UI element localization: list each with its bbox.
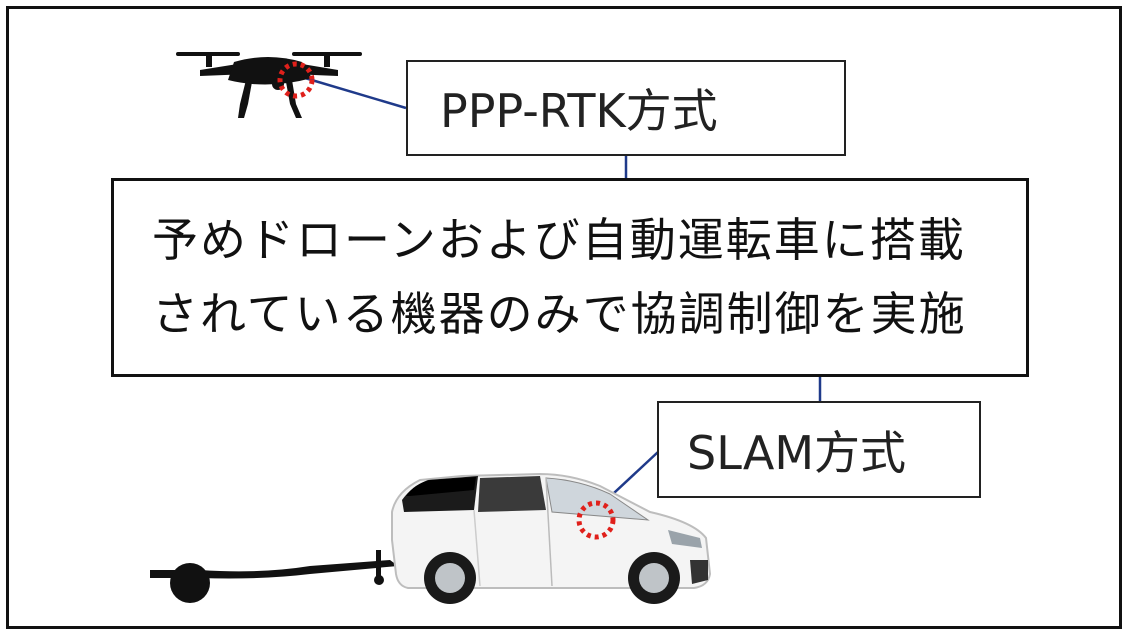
description-box: 予めドローンおよび自動運転車に搭載 されている機器のみで協調制御を実施: [111, 178, 1029, 377]
drone-icon: [176, 52, 362, 118]
slam-label: SLAM方式: [687, 425, 907, 480]
slam-label-box: SLAM方式: [657, 401, 981, 498]
description-line-2: されている機器のみで協調制御を実施: [152, 287, 967, 341]
diagram-frame: [6, 6, 1122, 629]
ppp-rtk-label-box: PPP-RTK方式: [406, 60, 846, 156]
trailer-icon: [150, 550, 398, 603]
ppp-rtk-label: PPP-RTK方式: [440, 84, 718, 138]
description-line-1: 予めドローンおよび自動運転車に搭載: [152, 213, 966, 267]
car-sensor-marker: [576, 500, 616, 540]
drone-sensor-marker: [277, 61, 315, 99]
car-icon: [391, 472, 712, 604]
drone-connector-line: [304, 76, 407, 110]
